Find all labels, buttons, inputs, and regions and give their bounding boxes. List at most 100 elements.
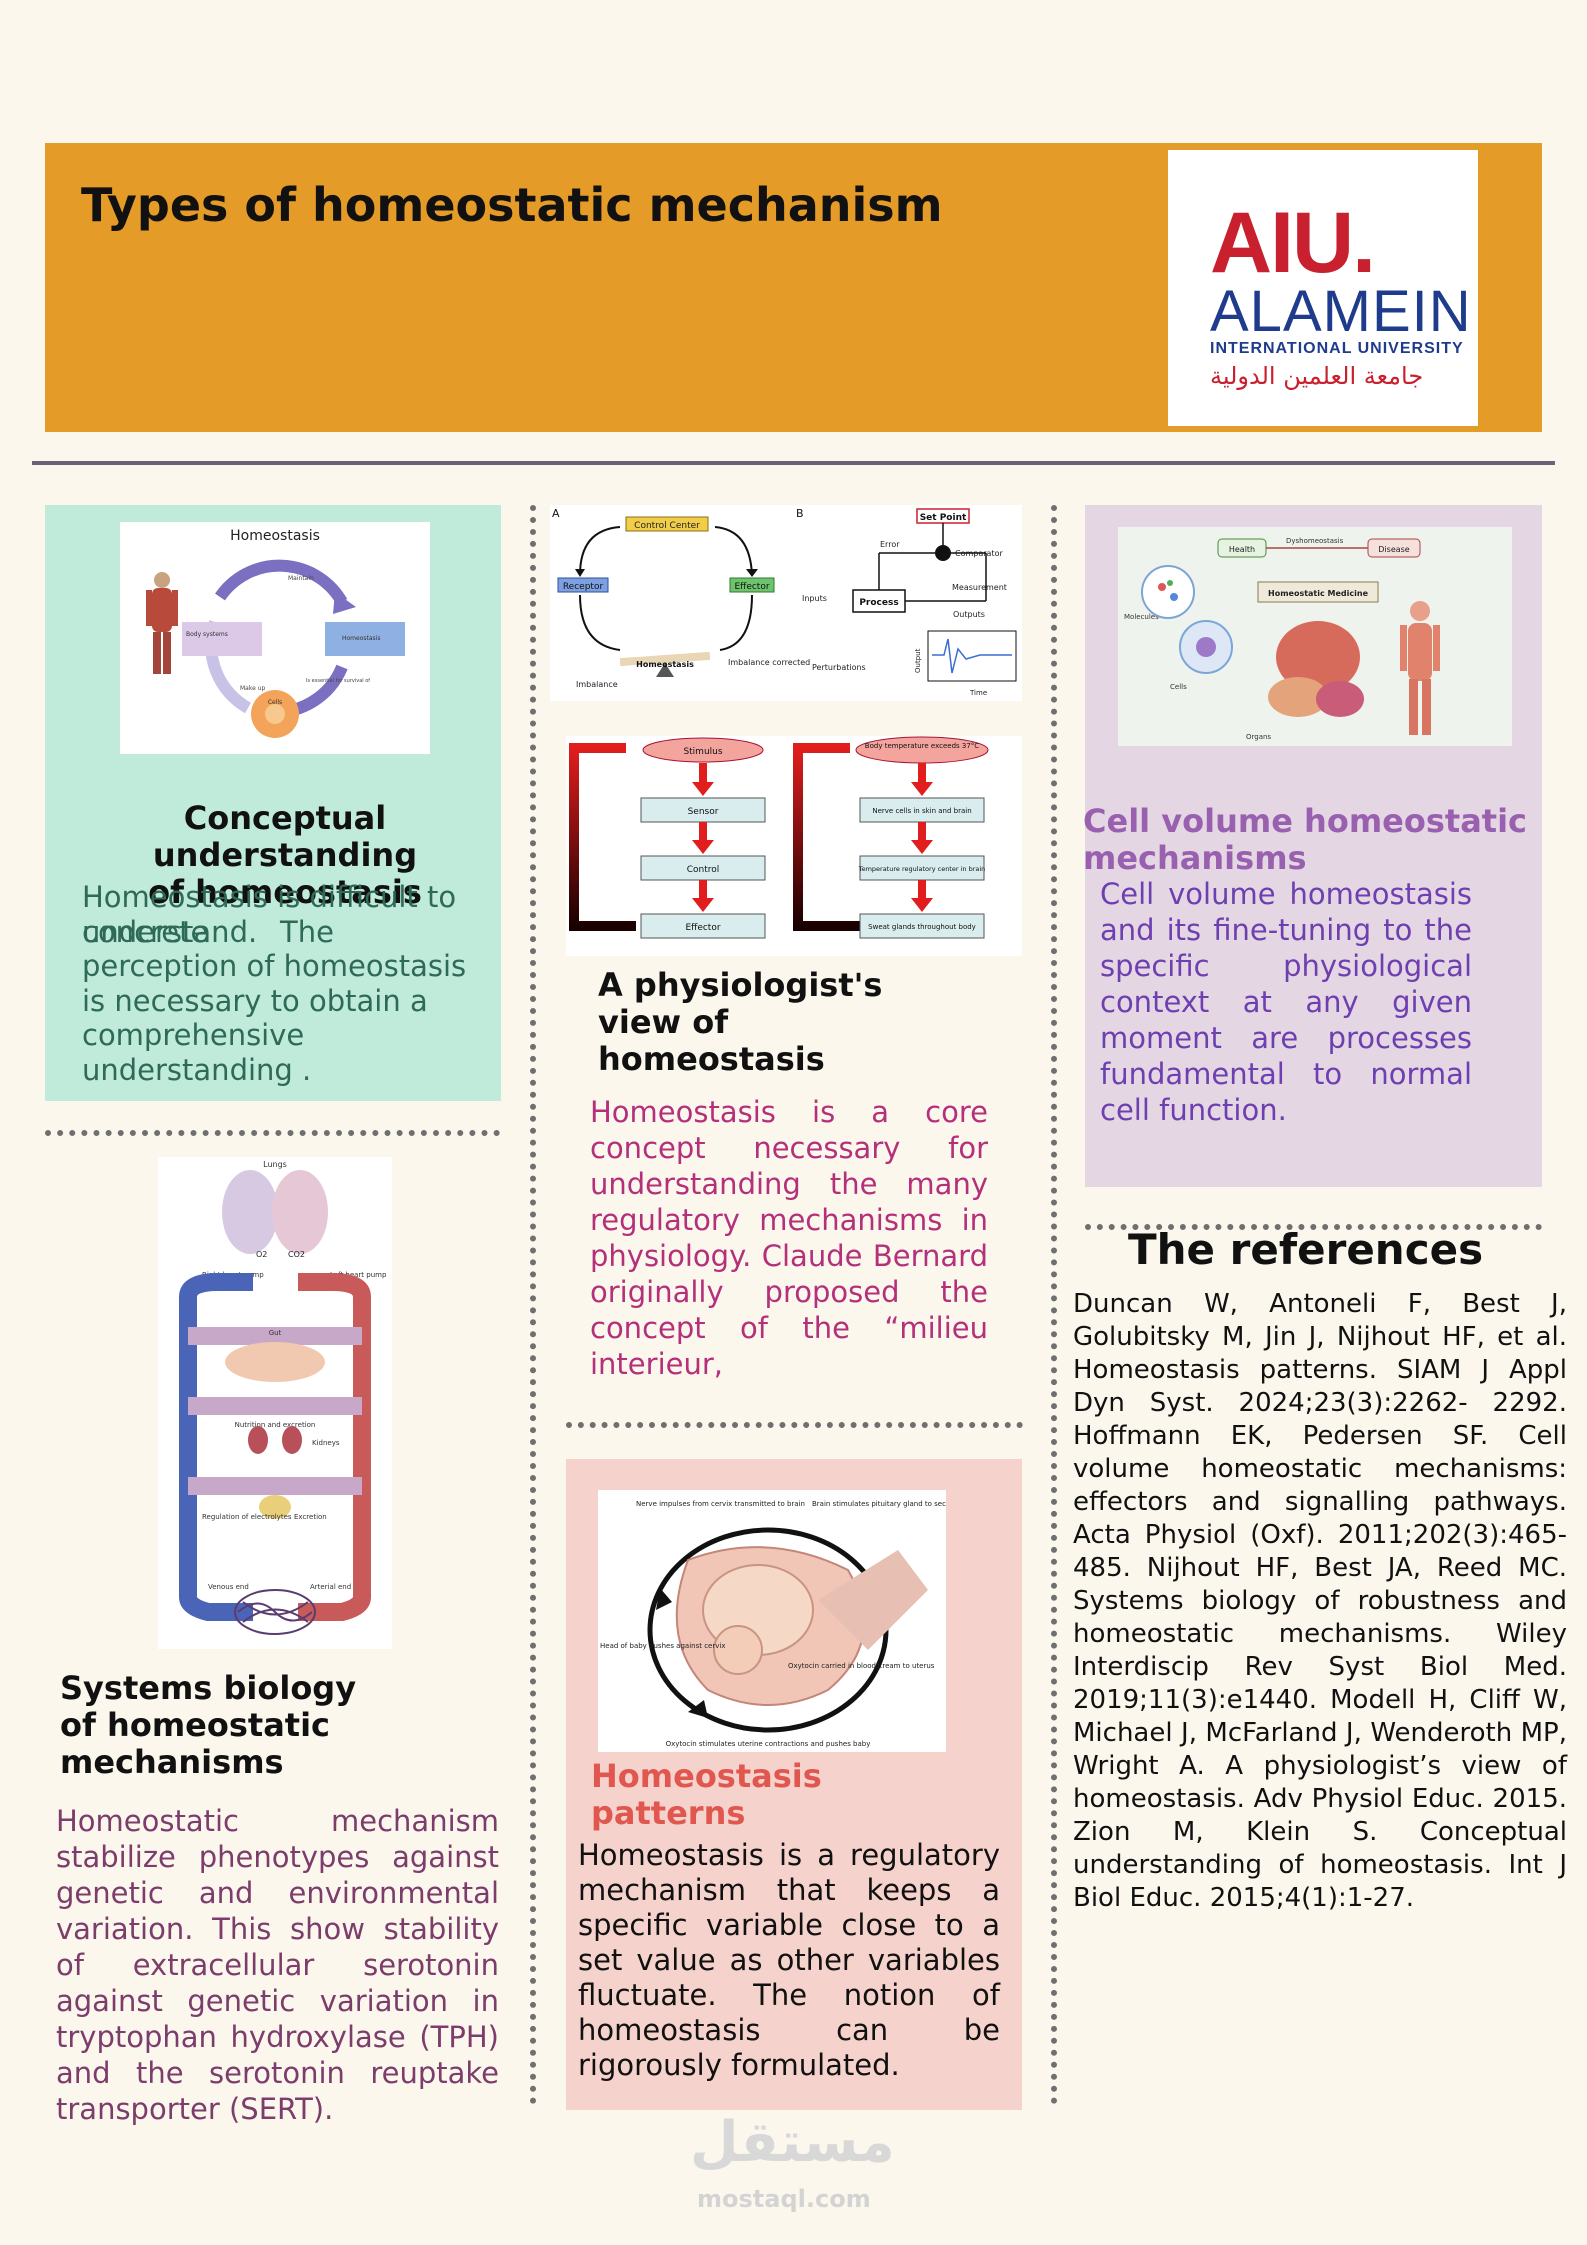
label-control-center: Control Center	[634, 521, 700, 531]
label-effector: Effector	[734, 582, 769, 592]
label-make-up: Make up	[240, 685, 266, 692]
logo-name: ALAMEIN	[1210, 279, 1472, 344]
conceptual-line5: comprehensive	[82, 1018, 305, 1052]
conceptual-line3: perception of homeostasis	[82, 949, 467, 983]
logo-subtitle: INTERNATIONAL UNIVERSITY	[1210, 340, 1464, 357]
logo-arabic: جامعة العلمين الدولية	[1210, 362, 1424, 390]
patterns-heading: Homeostasis patterns	[591, 1758, 931, 1832]
flowchart-figure: Stimulus Sensor Control Effector Body te…	[566, 736, 1022, 956]
panel-b-label: B	[796, 507, 804, 520]
homeostasis-cycle-figure: Homeostasis Maintain Body systems Homeos…	[120, 522, 430, 754]
label-molecules: Molecules	[1124, 613, 1159, 621]
label-electrolytes: Regulation of electrolytes	[202, 1513, 292, 1521]
flow-temp-exceeds: Body temperature exceeds 37°C	[865, 742, 980, 750]
human-figure-icon	[146, 572, 178, 674]
label-time-axis: Time	[969, 689, 987, 697]
label-measurement: Measurement	[952, 583, 1007, 592]
column-divider-right	[1051, 505, 1057, 2105]
flow-effector: Effector	[685, 923, 720, 933]
conceptual-line1: Homeostasis is difficult to	[82, 880, 457, 914]
label-receptor: Receptor	[563, 582, 604, 592]
section-divider-right	[1085, 1224, 1542, 1230]
label-nerve-impulses: Nerve impulses from cervix transmitted t…	[636, 1500, 805, 1508]
label-homeostasis: Homeostasis	[342, 635, 380, 642]
label-homeostasis-a: Homeostasis	[636, 660, 694, 669]
flow-sensor: Sensor	[688, 807, 719, 817]
circulation-figure: Lungs O2 CO2 Right heart pump Left heart…	[158, 1157, 392, 1649]
label-essential: Is essential for survival of	[306, 678, 370, 684]
label-head-of-baby: Head of baby pushes against cervix	[600, 1642, 725, 1650]
label-cells: Cells	[268, 699, 282, 706]
label-imbalance-corrected: Imbalance corrected	[728, 658, 810, 667]
cell-volume-heading-line1: Cell volume homeostatic	[1083, 802, 1528, 840]
watermark-arabic: مستقل	[690, 2110, 895, 2175]
logo-abbr: AIU.	[1210, 195, 1376, 291]
systems-heading-line3: mechanisms	[60, 1743, 284, 1781]
label-maintain: Maintain	[288, 575, 314, 582]
conceptual-line6: understanding .	[82, 1052, 312, 1087]
references-heading: The references	[1128, 1225, 1484, 1274]
label-perturbations: Perturbations	[812, 663, 866, 672]
conceptual-heading-line1: Conceptual understanding	[152, 799, 418, 874]
feedback-loop-figure: A Control Center Receptor Effector Homeo…	[550, 505, 1022, 701]
label-body-systems: Body systems	[186, 631, 228, 638]
label-o2: O2	[256, 1250, 267, 1259]
kidneys-icon	[248, 1426, 302, 1454]
physiologist-heading-line1: A physiologist's	[598, 966, 883, 1004]
cell-volume-heading: Cell volume homeostatic mechanisms	[1083, 803, 1542, 877]
lungs-icon	[222, 1170, 328, 1254]
watermark-site: mostaql.com	[697, 2185, 871, 2213]
systems-text: Homeostatic mechanism stabilize phenotyp…	[56, 1804, 499, 2126]
balance-icon	[619, 651, 711, 677]
conceptual-text: Homeostasis is difficult to understand. …	[82, 880, 482, 1087]
conceptual-line4: is necessary to obtain a	[82, 983, 428, 1018]
gut-icon	[225, 1342, 325, 1382]
label-error: Error	[880, 540, 900, 549]
label-excretion: Excretion	[294, 1513, 327, 1521]
cell-volume-heading-line2: mechanisms	[1083, 839, 1307, 877]
label-co2: CO2	[288, 1250, 305, 1259]
body-systems-box	[182, 622, 262, 656]
label-cells: Cells	[1170, 683, 1187, 691]
label-oxytocin-carried: Oxytocin carried in bloodstream to uteru…	[788, 1662, 935, 1670]
patterns-heading-line2: patterns	[591, 1794, 746, 1832]
panel-a-label: A	[552, 507, 560, 520]
section-divider-center	[566, 1422, 1023, 1428]
label-gut: Gut	[269, 1329, 282, 1337]
oxytocin-loop-figure: Nerve impulses from cervix transmitted t…	[598, 1490, 946, 1752]
label-kidneys: Kidneys	[312, 1439, 340, 1447]
label-organs: Organs	[1246, 733, 1271, 741]
column-divider-left	[530, 505, 536, 2105]
systems-heading: Systems biology of homeostatic mechanism…	[60, 1670, 440, 1781]
label-disease: Disease	[1378, 545, 1410, 554]
label-homeostatic-medicine: Homeostatic Medicine	[1268, 589, 1369, 598]
flow-stimulus: Stimulus	[683, 747, 722, 757]
label-brain-stimulates: Brain stimulates pituitary gland to secr…	[812, 1500, 946, 1508]
flow-control: Control	[687, 865, 720, 875]
label-lungs: Lungs	[263, 1160, 287, 1169]
homeostatic-medicine-figure: Health Dyshomeostasis Disease Homeostati…	[1118, 527, 1512, 746]
homeostasis-box	[325, 622, 405, 656]
section-divider-left	[45, 1130, 500, 1136]
flow-nerve-cells: Nerve cells in skin and brain	[872, 807, 971, 815]
cell-volume-text: Cell volume homeostasis and its fine-tun…	[1100, 877, 1472, 1127]
university-logo: AIU. ALAMEIN INTERNATIONAL UNIVERSITY جا…	[1168, 150, 1478, 426]
label-health: Health	[1229, 545, 1255, 554]
comparator-node	[935, 545, 951, 561]
label-dyshomeostasis: Dyshomeostasis	[1286, 537, 1344, 545]
molecules-icon	[1141, 565, 1195, 619]
output-signal-line	[932, 638, 1012, 674]
patterns-heading-line1: Homeostasis	[591, 1757, 822, 1795]
label-nutrition: Nutrition and excretion	[235, 1421, 316, 1429]
bladder-icon	[259, 1495, 291, 1519]
page-title: Types of homeostatic mechanism	[81, 178, 943, 232]
systems-heading-line1: Systems biology	[60, 1669, 357, 1707]
label-inputs: Inputs	[802, 594, 827, 603]
physiologist-heading: A physiologist's view of homeostasis	[598, 967, 958, 1078]
label-arterial-end: Arterial end	[310, 1583, 351, 1591]
label-imbalance: Imbalance	[576, 680, 618, 689]
cells-icon	[1179, 620, 1233, 674]
systems-heading-line2: of homeostatic	[60, 1706, 331, 1744]
header-divider	[32, 461, 1555, 465]
flow-sweat-glands: Sweat glands throughout body	[868, 923, 976, 931]
